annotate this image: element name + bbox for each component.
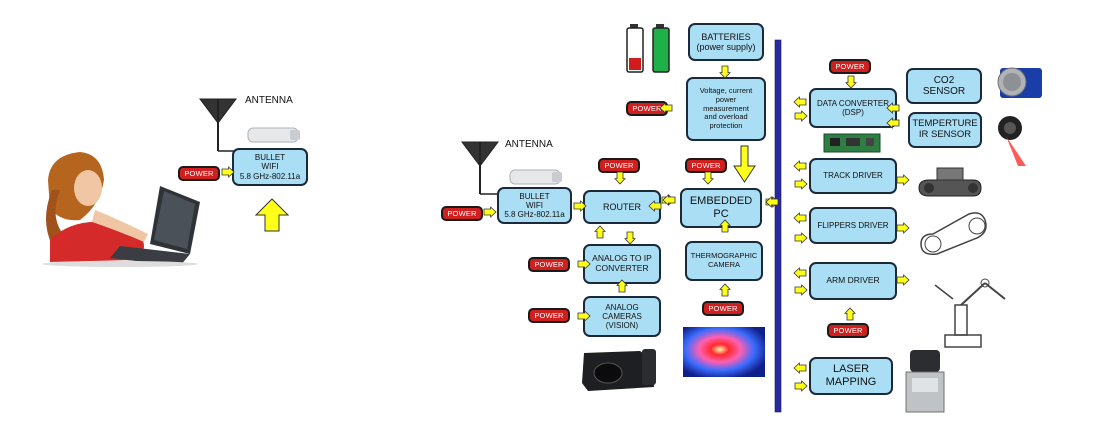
power-badge: POWER <box>626 101 668 116</box>
analog-camera-image <box>582 349 656 391</box>
flow-arrow <box>719 65 731 79</box>
flow-arrow <box>221 166 235 178</box>
flow-arrow <box>614 171 626 185</box>
bullet-wifi-right: BULLET WIFI 5.8 GHz-802.11a <box>497 187 572 224</box>
flow-arrow <box>886 117 900 129</box>
thermal-image <box>683 327 765 377</box>
laser-scanner-image <box>905 350 945 413</box>
temperature-ir-sensor-box: TEMPERTURE IR SENSOR <box>908 112 982 148</box>
power-badge: POWER <box>441 206 483 221</box>
voltage-measurement-box: Voltage, current power measurement and o… <box>686 77 766 141</box>
flow-arrow <box>793 362 807 374</box>
batteries-icon <box>626 24 670 73</box>
flow-arrow <box>702 171 714 185</box>
flow-arrow <box>896 222 910 234</box>
flow-arrow <box>794 284 808 296</box>
antenna-right-icon <box>461 141 499 195</box>
flow-arrow <box>793 160 807 172</box>
flippers-driver-box: FLIPPERS DRIVER <box>809 207 897 244</box>
dsp-board-image <box>823 133 881 153</box>
flow-arrow <box>719 283 731 297</box>
flow-arrow <box>765 196 779 208</box>
router-box: ROUTER <box>583 190 661 224</box>
track-driver-box: TRACK DRIVER <box>809 158 897 194</box>
flow-arrow <box>793 212 807 224</box>
power-badge: POWER <box>827 323 869 338</box>
co2-sensor-image <box>997 67 1042 98</box>
bullet-wifi-left: BULLET WIFI 5.8 GHz-802.11a <box>232 148 308 186</box>
batteries-box: BATTERIES (power supply) <box>688 23 764 61</box>
flow-arrow <box>793 96 807 108</box>
bullet-device-right-icon <box>509 169 562 185</box>
flow-arrow <box>794 232 808 244</box>
co2-sensor-box: CO2 SENSOR <box>906 68 982 104</box>
flow-arrow <box>577 310 591 322</box>
flow-arrow <box>844 307 856 321</box>
flow-arrow <box>794 110 808 122</box>
bullet-device-left-icon <box>247 127 300 143</box>
laser-mapping-box: LASER MAPPING <box>809 357 893 395</box>
flow-arrow <box>733 145 756 183</box>
flow-arrow <box>794 380 808 392</box>
antenna-left-label: ANTENNA <box>245 95 293 106</box>
flow-arrow <box>616 279 628 293</box>
flow-arrow <box>719 219 731 233</box>
flow-arrow <box>896 174 910 186</box>
arm-sketch-image <box>934 278 1006 348</box>
flow-arrow <box>577 258 591 270</box>
flow-arrow <box>662 194 676 206</box>
flow-arrow <box>659 102 673 114</box>
power-badge: POWER <box>528 257 570 272</box>
power-badge: POWER <box>178 166 220 181</box>
flow-arrow <box>594 225 606 239</box>
analog-cameras-box: ANALOG CAMERAS (VISION) <box>583 296 661 337</box>
flow-arrow <box>794 178 808 190</box>
arm-driver-box: ARM DRIVER <box>809 262 897 300</box>
ir-sensor-image <box>998 116 1026 166</box>
flow-arrow <box>896 274 910 286</box>
tracked-robot-image <box>918 167 982 197</box>
user-with-laptop-image <box>42 152 200 267</box>
thermographic-camera-box: THERMOGRAPHIC CAMERA <box>685 241 763 281</box>
power-badge: POWER <box>528 308 570 323</box>
flow-arrow <box>648 200 662 212</box>
flippers-sketch-image <box>920 212 987 256</box>
flow-arrow <box>624 231 636 245</box>
flow-arrow <box>886 102 900 114</box>
flow-arrow <box>845 75 857 89</box>
antenna-right-label: ANTENNA <box>505 139 553 150</box>
power-badge: POWER <box>702 301 744 316</box>
big-up-arrow-left <box>254 198 290 232</box>
embedded-pc-box: EMBEDDED PC <box>680 188 762 228</box>
flow-arrow <box>793 267 807 279</box>
power-badge: POWER <box>829 59 871 74</box>
flow-arrow <box>483 206 497 218</box>
flow-arrow <box>573 200 587 212</box>
